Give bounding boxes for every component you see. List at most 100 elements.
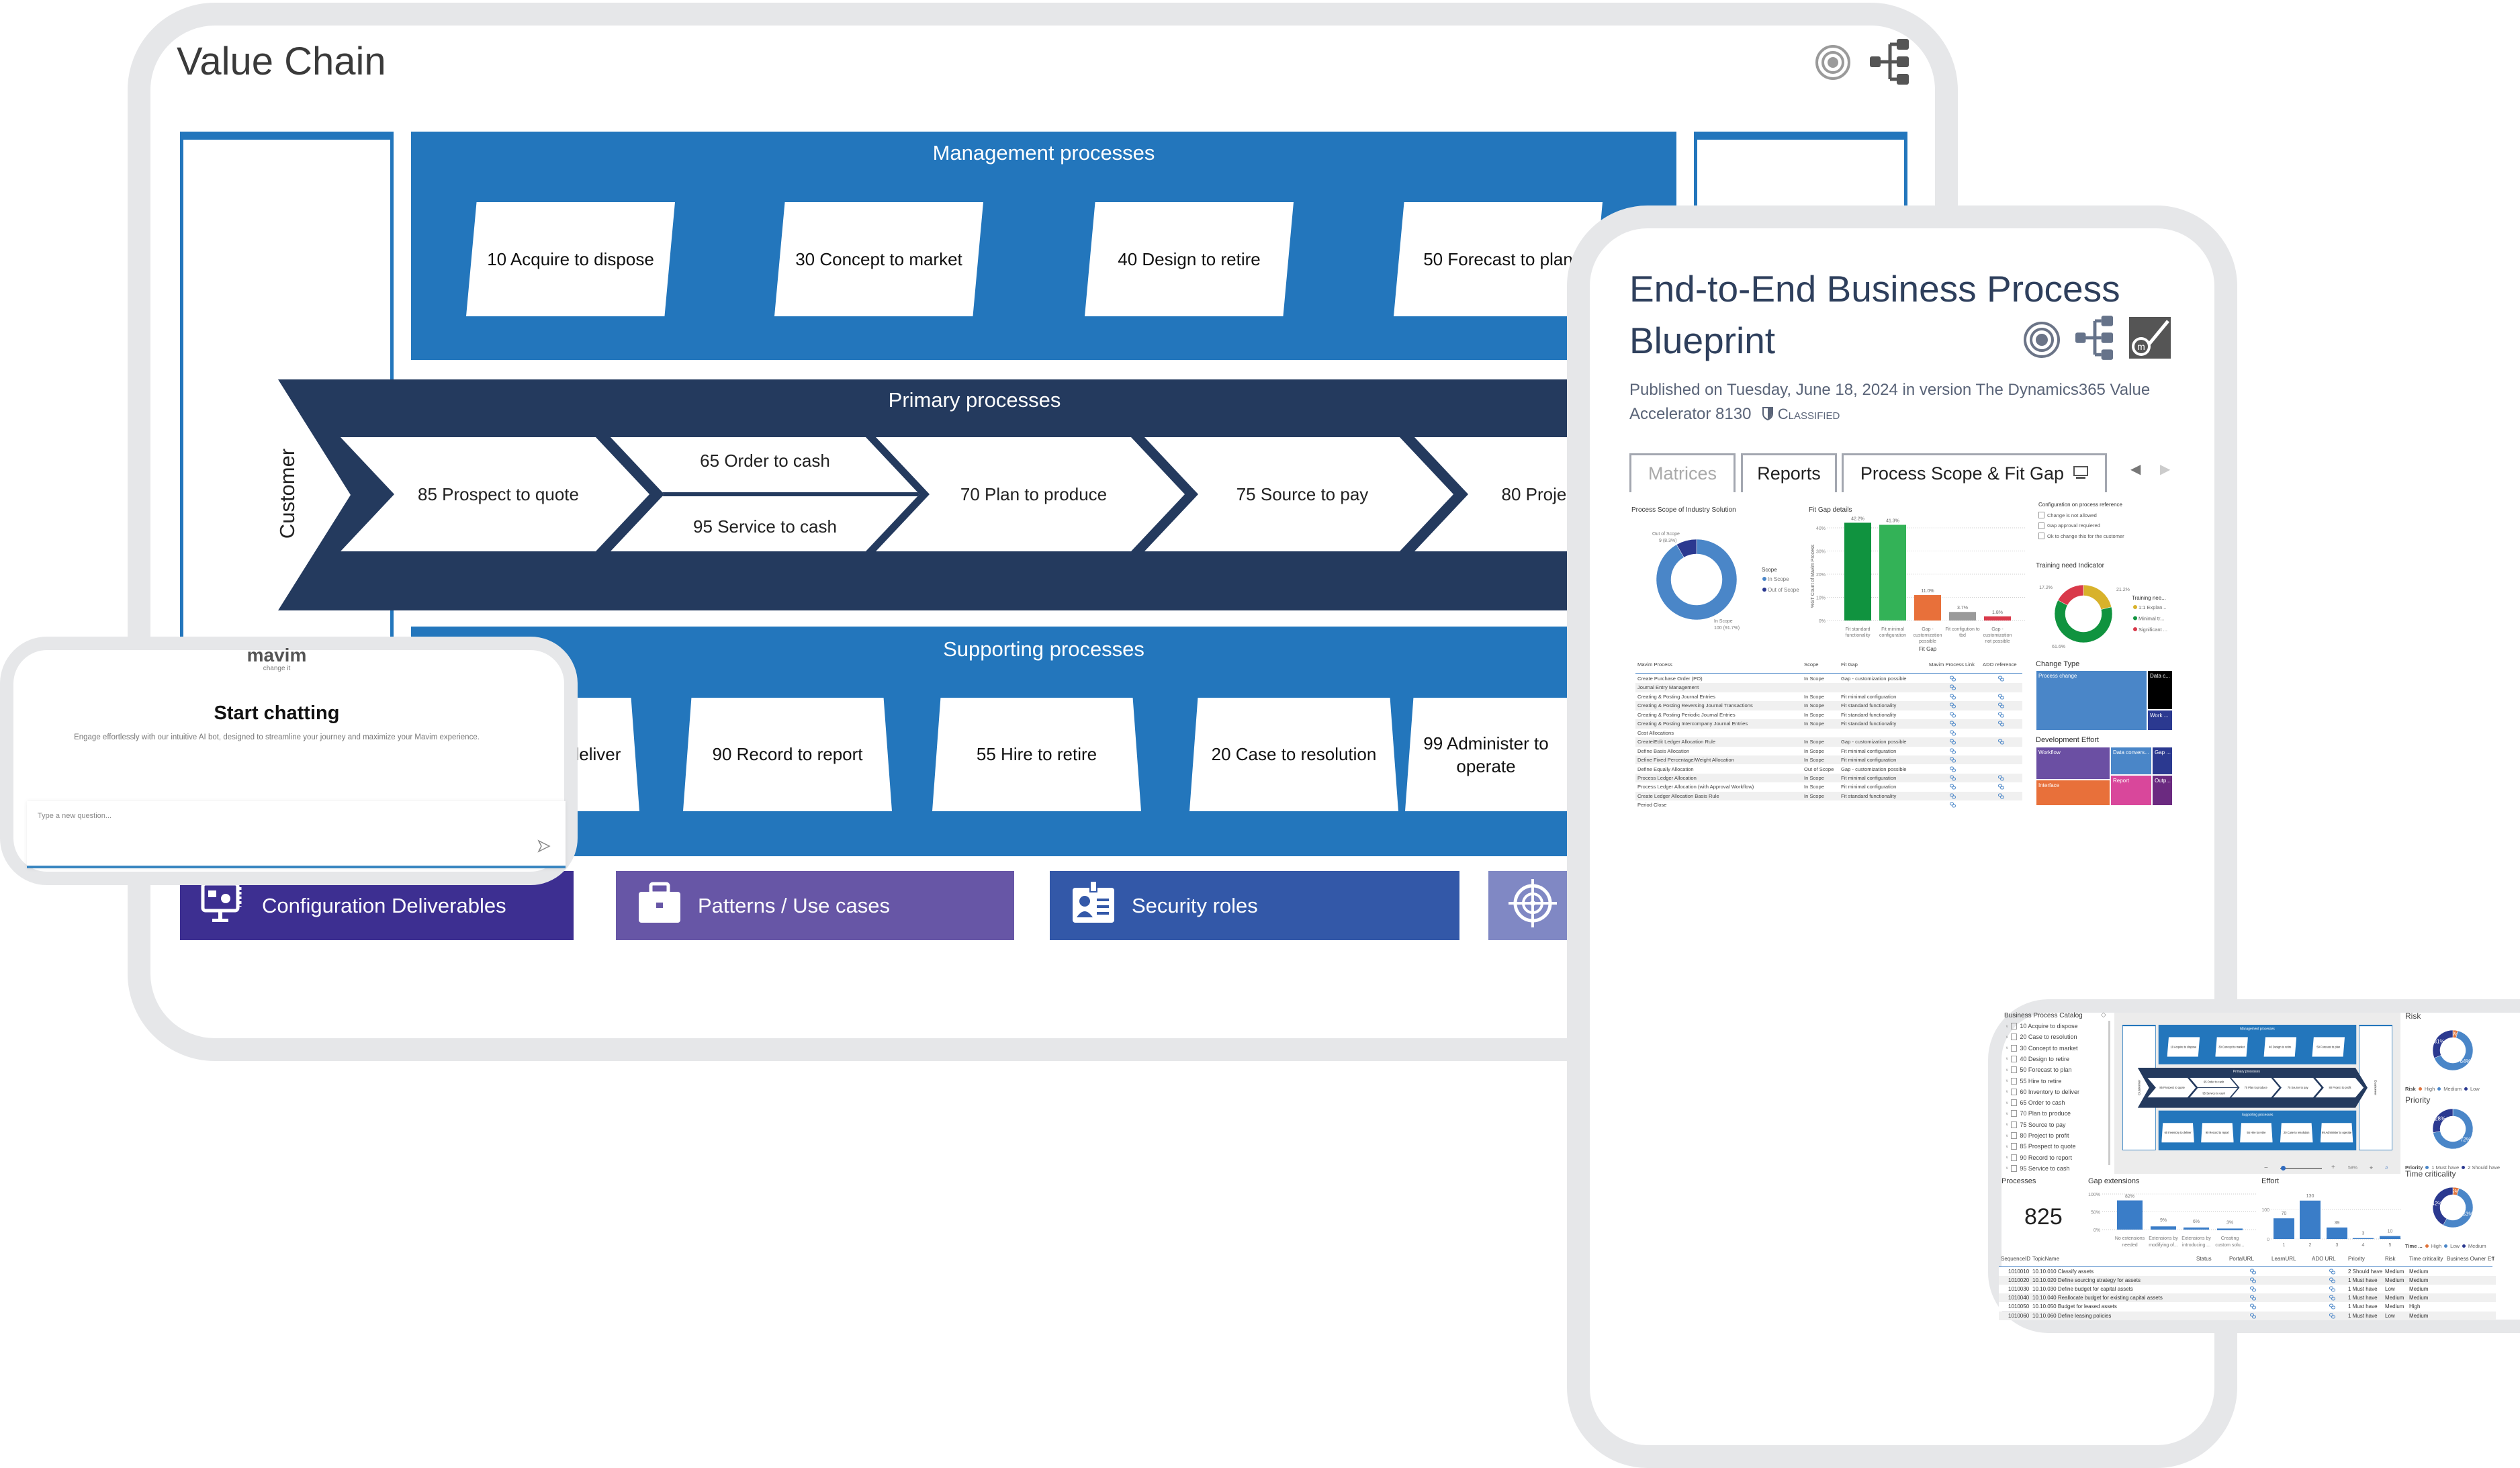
process-box[interactable]: 30 Concept to market [774,202,983,316]
eraser-icon[interactable]: ◇ [2101,1011,2106,1019]
link-icon[interactable] [1998,721,2004,727]
table-header-4[interactable]: LearnURL [2271,1256,2296,1262]
chevron-down-icon[interactable]: ∨ [2006,1090,2009,1095]
link-icon[interactable] [1950,793,1956,799]
link-icon[interactable] [1998,702,2004,708]
table-header-0[interactable]: SequenceID [2001,1256,2031,1262]
hierarchy-icon[interactable] [1870,39,1910,85]
chevron-right-icon[interactable]: ▶ [2160,462,2171,477]
link-icon[interactable] [1950,702,1956,708]
checkbox[interactable] [2038,533,2044,539]
link-icon[interactable] [1950,775,1956,781]
catalog-item[interactable]: ∨50 Forecast to plan [2006,1066,2071,1074]
link-icon[interactable] [1998,793,2004,799]
chevron-down-icon[interactable]: ∨ [2006,1101,2009,1105]
chevron-down-icon[interactable]: ∨ [2006,1166,2009,1171]
table-header-9[interactable]: Business Owner [2447,1256,2486,1262]
zoom-slider[interactable] [2280,1168,2322,1169]
tab-process-scope-fit-gap[interactable]: Process Scope & Fit Gap [1842,453,2107,492]
security-roles-button[interactable]: Security roles [1050,871,1459,940]
link-icon[interactable] [1950,684,1956,690]
catalog-item[interactable]: ∨40 Design to retire [2006,1055,2069,1062]
dev-effort-cell[interactable]: Data convers... [2110,747,2152,775]
process-box[interactable]: 99 Administer to operate [2320,1123,2353,1143]
link-icon[interactable] [1998,676,2004,682]
link-icon[interactable] [1950,766,1956,772]
link-icon[interactable] [1950,784,1956,790]
checkbox[interactable] [2011,1110,2018,1117]
process-box[interactable]: 10 Acquire to dispose [2167,1037,2200,1057]
table-row[interactable]: Define Fixed Percentage/Weight Allocatio… [1635,755,2022,765]
change-type-cell[interactable]: Work ... [2147,710,2173,731]
link-icon[interactable] [1950,694,1956,700]
process-box[interactable]: 20 Case to resolution [1189,698,1398,811]
link-icon[interactable] [2329,1303,2335,1310]
checkbox[interactable] [2011,1077,2018,1085]
link-icon[interactable] [2329,1269,2335,1275]
process-box[interactable]: 55 Hire to retire [2240,1123,2273,1143]
catalog-item[interactable]: ∨10 Acquire to dispose [2006,1023,2077,1029]
table-row[interactable]: Period Close [1635,800,2022,810]
target-icon[interactable] [2023,321,2061,362]
table-header-7[interactable]: Risk [2385,1256,2396,1262]
zoom-slider-handle[interactable] [2281,1166,2286,1171]
table-row[interactable]: Creating & Posting Intercompany Journal … [1635,719,2022,729]
process-box[interactable]: 50 Forecast to plan [2312,1037,2345,1057]
catalog-item[interactable]: ∨75 Source to pay [2006,1121,2065,1128]
link-icon[interactable] [1950,802,1956,808]
process-box[interactable]: 30 Concept to market [2215,1037,2248,1057]
link-icon[interactable] [1950,676,1956,682]
link-icon[interactable] [1950,748,1956,754]
table-header-4[interactable]: ADO reference [1983,661,2017,668]
fit-view-icon[interactable]: ⌖ [2370,1164,2374,1171]
link-icon[interactable] [2250,1286,2256,1292]
checkbox[interactable] [2011,1088,2018,1095]
chevron-left-icon[interactable]: ◀ [2130,462,2141,477]
chevron-down-icon[interactable]: ∨ [2006,1046,2009,1051]
chat-input[interactable]: Type a new question... [27,801,566,868]
change-type-cell[interactable]: Data c... [2147,670,2173,710]
link-icon[interactable] [1950,739,1956,745]
checkbox[interactable] [2011,1143,2018,1150]
link-icon[interactable] [2329,1277,2335,1283]
link-icon[interactable] [2250,1269,2256,1275]
link-icon[interactable] [2329,1313,2335,1319]
chevron-down-icon[interactable]: ∨ [2006,1035,2009,1040]
dev-effort-cell[interactable]: Interface [2036,780,2110,806]
table-row[interactable]: Cost Allocations [1635,728,2022,738]
table-header-0[interactable]: Mavim Process [1637,661,1672,668]
table-header-1[interactable]: Scope [1804,661,1819,668]
link-icon[interactable] [1950,730,1956,736]
link-icon[interactable] [2250,1313,2256,1319]
tab-reports[interactable]: Reports [1741,453,1837,492]
catalog-item[interactable]: ∨55 Hire to retire [2006,1077,2061,1085]
config-checkbox[interactable]: Change is not allowed [2038,512,2097,518]
chevron-down-icon[interactable]: ∨ [2006,1123,2009,1128]
link-icon[interactable] [2250,1295,2256,1301]
chevron-down-icon[interactable]: ∨ [2006,1156,2009,1160]
checkbox[interactable] [2011,1099,2018,1107]
dev-effort-cell[interactable]: Outp... [2152,775,2173,806]
send-icon[interactable] [537,839,551,856]
link-icon[interactable] [1998,712,2004,718]
catalog-item[interactable]: ∨80 Project to profit [2006,1132,2069,1139]
chevron-down-icon[interactable]: ∨ [2006,1057,2009,1062]
checkbox[interactable] [2011,1044,2018,1052]
checkbox[interactable] [2011,1164,2018,1172]
chevron-down-icon[interactable]: ∨ [2006,1024,2009,1029]
process-label[interactable]: 95 Service to cash [2202,1091,2225,1095]
link-icon[interactable] [2250,1277,2256,1283]
chevron-down-icon[interactable]: ∨ [2006,1068,2009,1072]
checkbox[interactable] [2038,522,2044,529]
checkbox[interactable] [2011,1034,2018,1041]
catalog-item[interactable]: ∨90 Record to report [2006,1154,2072,1161]
link-icon[interactable] [1998,739,2004,745]
link-icon[interactable] [1950,757,1956,763]
catalog-item[interactable]: ∨65 Order to cash [2006,1099,2065,1107]
catalog-scrollbar[interactable] [2108,1021,2110,1165]
